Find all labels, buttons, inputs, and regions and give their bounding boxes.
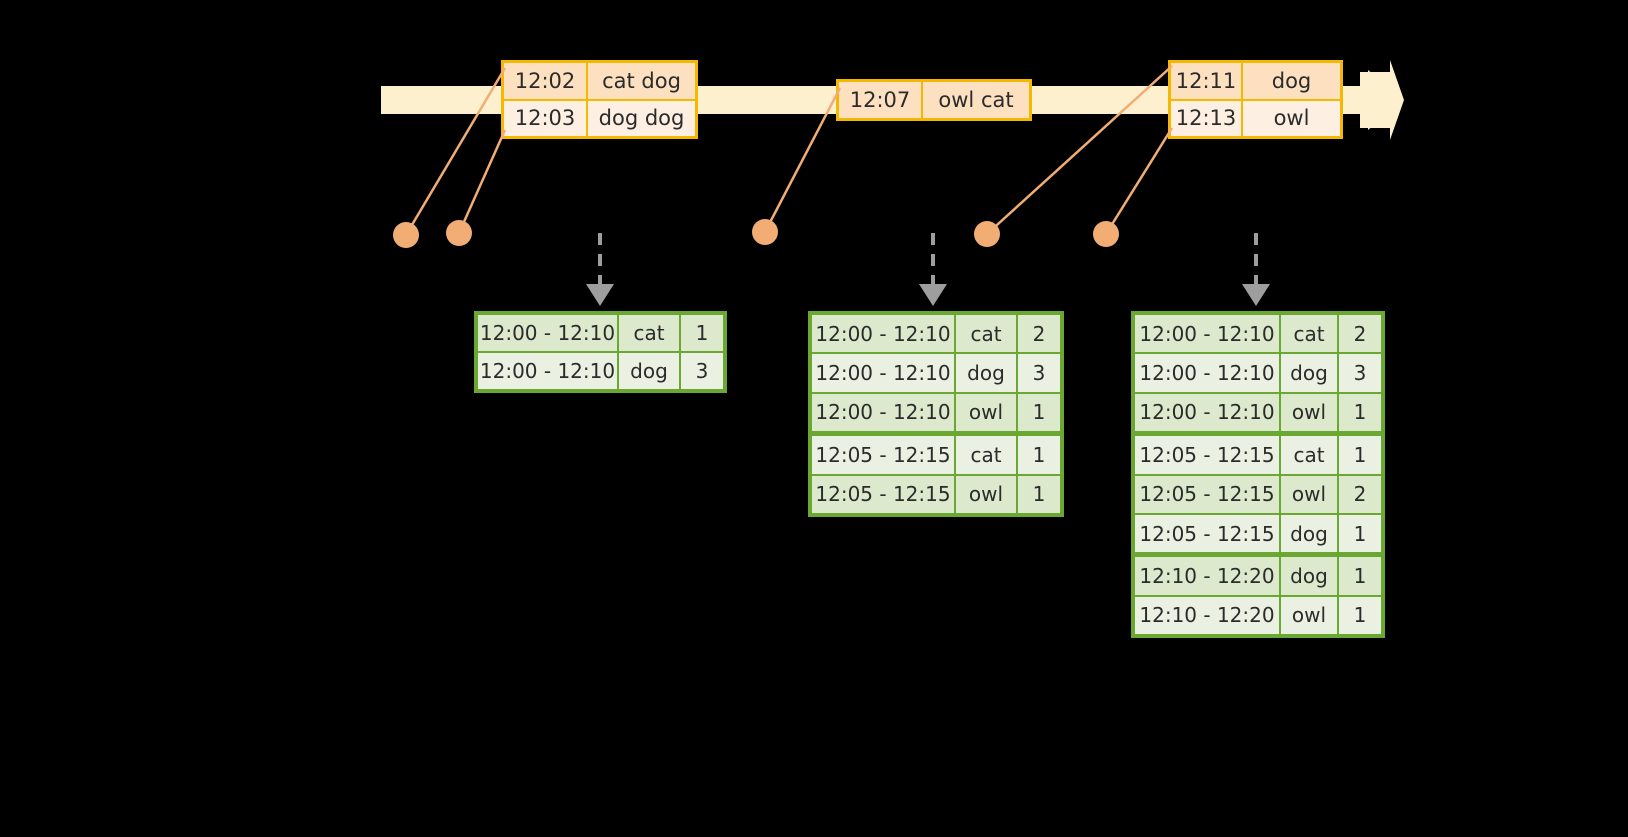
event-row: 12:02 cat dog <box>504 63 695 99</box>
event-box-3: 12:11 dog 12:13 owl <box>1168 60 1343 139</box>
event-row: 12:07 owl cat <box>839 82 1029 118</box>
count-cell: 2 <box>1339 475 1381 513</box>
dashed-arrow-head-icon <box>586 284 614 306</box>
dashed-arrow-head-icon <box>1242 284 1270 306</box>
word-cell: owl <box>1281 596 1339 635</box>
event-words: owl cat <box>923 82 1029 118</box>
word-cell: owl <box>1281 475 1339 513</box>
event-dot <box>393 222 419 248</box>
word-cell: cat <box>1281 315 1339 353</box>
window-range-cell: 12:00 - 12:10 <box>1135 315 1281 353</box>
window-range-cell: 12:10 - 12:20 <box>1135 596 1281 635</box>
word-cell: cat <box>1281 436 1339 474</box>
count-cell: 1 <box>681 315 723 351</box>
connector-line <box>1104 127 1174 235</box>
event-row: 12:13 owl <box>1171 98 1340 136</box>
dashed-arrow-head-icon <box>919 284 947 306</box>
count-cell: 1 <box>1339 557 1381 595</box>
event-words: dog dog <box>588 100 695 136</box>
word-cell: dog <box>1281 557 1339 595</box>
word-cell: dog <box>619 353 681 389</box>
connector-line <box>457 129 507 234</box>
event-time: 12:03 <box>504 100 588 136</box>
event-box-2: 12:07 owl cat <box>836 79 1032 121</box>
event-dot <box>1093 221 1119 247</box>
word-cell: owl <box>956 475 1018 513</box>
event-dot <box>446 220 472 246</box>
word-cell: dog <box>1281 514 1339 553</box>
word-cell: dog <box>956 354 1018 392</box>
window-range-cell: 12:00 - 12:10 <box>812 393 956 432</box>
count-cell: 1 <box>1018 436 1060 474</box>
count-cell: 3 <box>1339 354 1381 392</box>
window-range-cell: 12:10 - 12:20 <box>1135 557 1281 595</box>
window-range-cell: 12:00 - 12:10 <box>1135 354 1281 392</box>
count-cell: 2 <box>1018 315 1060 353</box>
window-range-cell: 12:05 - 12:15 <box>812 436 956 474</box>
window-range-cell: 12:05 - 12:15 <box>812 475 956 513</box>
count-cell: 1 <box>1339 393 1381 432</box>
event-row: 12:11 dog <box>1171 63 1340 99</box>
count-cell: 1 <box>1018 475 1060 513</box>
count-cell: 3 <box>681 353 723 389</box>
word-cell: cat <box>619 315 681 351</box>
event-words: cat dog <box>588 63 695 99</box>
word-cell: owl <box>1281 393 1339 432</box>
count-cell: 3 <box>1018 354 1060 392</box>
event-time: 12:13 <box>1171 100 1243 136</box>
window-range-cell: 12:05 - 12:15 <box>1135 514 1281 553</box>
window-range-cell: 12:00 - 12:10 <box>812 354 956 392</box>
count-cell: 1 <box>1339 596 1381 635</box>
event-dot <box>974 221 1000 247</box>
word-cell: cat <box>956 315 1018 353</box>
count-cell: 1 <box>1018 393 1060 432</box>
window-range-cell: 12:00 - 12:10 <box>1135 393 1281 432</box>
count-cell: 2 <box>1339 315 1381 353</box>
event-time: 12:07 <box>839 82 923 118</box>
event-dot <box>752 219 778 245</box>
event-time: 12:02 <box>504 63 588 99</box>
window-range-cell: 12:00 - 12:10 <box>812 315 956 353</box>
window-range-cell: 12:05 - 12:15 <box>1135 436 1281 474</box>
event-time: 12:11 <box>1171 63 1243 99</box>
event-box-1: 12:02 cat dog 12:03 dog dog <box>501 60 698 139</box>
window-range-cell: 12:00 - 12:10 <box>478 353 619 389</box>
window-range-cell: 12:05 - 12:15 <box>1135 475 1281 513</box>
word-cell: owl <box>956 393 1018 432</box>
count-cell: 1 <box>1339 514 1381 553</box>
window-range-cell: 12:00 - 12:10 <box>478 315 619 351</box>
event-row: 12:03 dog dog <box>504 98 695 136</box>
word-cell: dog <box>1281 354 1339 392</box>
event-words: owl <box>1243 100 1340 136</box>
word-cell: cat <box>956 436 1018 474</box>
count-cell: 1 <box>1339 436 1381 474</box>
event-words: dog <box>1243 63 1340 99</box>
